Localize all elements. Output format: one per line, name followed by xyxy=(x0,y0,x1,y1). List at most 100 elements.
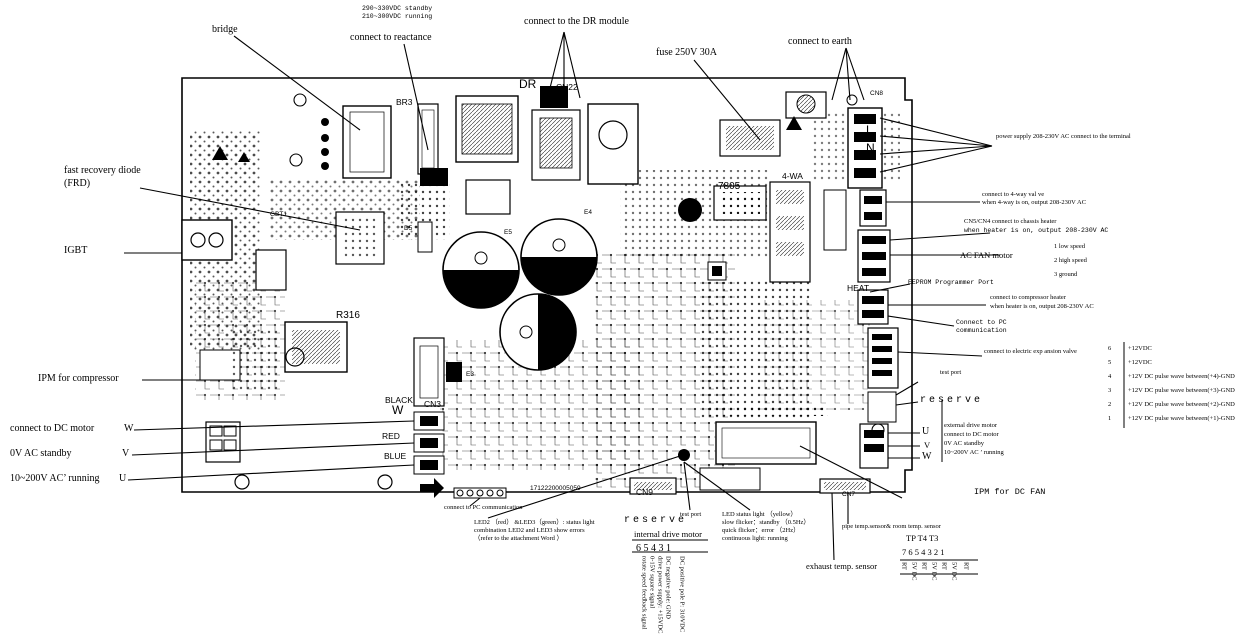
label-sensor-desc-2: 5V DC xyxy=(950,562,958,581)
silk-black: BLACK xyxy=(385,395,413,405)
label-test-port-bottom: test port xyxy=(680,511,702,518)
exp-valve-pin: 1 xyxy=(1108,415,1112,422)
label-dc-motor-left: connect to DC motor xyxy=(10,423,95,434)
label-u-left: U xyxy=(119,473,127,484)
label-bridge: bridge xyxy=(212,24,238,35)
label-standby-left: 0V AC standby xyxy=(10,448,72,459)
silk-d5: D5 xyxy=(404,225,413,232)
label-pipe-room: pipe temp.sensor& room temp. sensor xyxy=(842,523,941,530)
electrolytic-capacitor xyxy=(499,293,577,371)
label-led-right-3: quick flicker：error （2Hz） xyxy=(722,527,800,534)
label-ipm-compressor: IPM for compressor xyxy=(38,373,119,384)
silk-cn8: CN8 xyxy=(870,90,884,97)
label-comp-heater-2: when heater is on, output 208-230V AC xyxy=(990,303,1094,310)
label-dr-module: connect to the DR module xyxy=(524,16,629,27)
label-pc-right-1: Connect to PC xyxy=(956,319,1007,326)
label-ext-u: U xyxy=(922,426,930,437)
compressor-heater-connector xyxy=(857,289,889,325)
label-led-left-3: （refer to the attachment Word ） xyxy=(474,535,564,542)
label-ext-drive-4: 10~200V AC ’ running xyxy=(944,449,1004,456)
label-ext-w: W xyxy=(922,451,932,462)
label-earth: connect to earth xyxy=(788,36,852,47)
exp-valve-pin: 2 xyxy=(1108,401,1112,408)
label-frd-2: (FRD) xyxy=(64,178,91,189)
label-cn9-pin4: drive power supply: +15VDC xyxy=(656,556,664,634)
ipm-dc-fan xyxy=(715,421,817,465)
silk-br3: BR3 xyxy=(396,97,413,107)
label-power-supply: power supply 208-230V AC connect to the … xyxy=(996,133,1131,140)
label-voltage-running: 210~300VDC running xyxy=(362,13,433,20)
silk-e5: E5 xyxy=(504,229,512,236)
igbt-module xyxy=(181,219,233,261)
silk-cn3: CN3 xyxy=(424,399,442,409)
label-ext-v: V xyxy=(924,440,931,450)
label-sensor-desc-6: 5V DC xyxy=(910,562,918,581)
label-cn9-pins: 6 5 4 3 1 xyxy=(636,543,671,554)
label-eeprom: EEPROM Programmer Port xyxy=(908,279,994,286)
silk-w: W xyxy=(392,403,404,417)
label-cn9-pin3: DC negative pole: GND xyxy=(664,556,672,620)
exp-valve-pin: 5 xyxy=(1108,359,1112,366)
leader-lines xyxy=(124,31,1000,561)
exp-valve-row: +12V DC pulse wave between(+1)-GND xyxy=(1128,415,1235,422)
label-v-left: V xyxy=(122,448,130,459)
label-led-left-2: combination LED2 and LED3 show errors xyxy=(474,527,585,534)
label-fourway-1: connect to 4-way val ve xyxy=(982,191,1045,198)
exp-valve-pin: 4 xyxy=(1108,373,1112,380)
label-ext-drive-3: 0V AC standby xyxy=(944,440,984,447)
label-igbt: IGBT xyxy=(64,245,88,256)
label-fuse: fuse 250V 30A xyxy=(656,47,717,58)
fourway-connector xyxy=(859,189,887,227)
electrolytic-capacitor xyxy=(442,231,520,309)
label-ext-drive-2: connect to DC motor xyxy=(944,431,999,438)
exp-valve-row: +12V DC pulse wave between(+4)-GND xyxy=(1128,373,1235,380)
silk-part-number: 17122200005059 xyxy=(530,485,581,492)
dr-connector xyxy=(540,86,568,108)
label-led-right-2: slow flicker：standby （0.5Hz） xyxy=(722,519,810,526)
label-exp-valve: connect to electric exp ansion valve xyxy=(984,348,1077,355)
label-exhaust: exhaust temp. sensor xyxy=(806,561,878,571)
bridge-rectifier xyxy=(342,105,392,179)
exp-valve-row: +12VDC xyxy=(1128,345,1152,352)
label-internal-drive: internal drive motor xyxy=(634,529,702,539)
label-frd-1: fast recovery diode xyxy=(64,165,141,176)
label-reactance: connect to reactance xyxy=(350,32,432,43)
silk-l: L xyxy=(866,123,873,137)
exp-valve-pin: 3 xyxy=(1108,387,1112,394)
silk-r316: R316 xyxy=(336,310,360,321)
exp-valve-pin: 6 xyxy=(1108,345,1112,352)
silk-dr: DR xyxy=(519,77,537,91)
label-cn9-pin6: rotate speed feedback signal xyxy=(640,556,648,630)
label-test-port-right: test port xyxy=(940,369,962,376)
label-low-speed: 1 low speed xyxy=(1054,243,1086,250)
label-led-right-1: LED status light （yellow） xyxy=(722,511,797,518)
electrolytic-capacitor xyxy=(520,218,598,296)
silk-blue: BLUE xyxy=(384,451,407,461)
silk-cn9: CN9 xyxy=(636,487,654,497)
silk-4way: 4-WA xyxy=(782,171,803,181)
label-comp-heater-1: connect to compressor heater xyxy=(990,294,1066,301)
exp-valve-row: +12VDC xyxy=(1128,359,1152,366)
silk-cn7: CN7 xyxy=(842,491,856,498)
label-ac-fan: AC FAN motor xyxy=(960,250,1013,260)
label-ground: 3 ground xyxy=(1054,271,1078,278)
label-sensor-desc-3: RT xyxy=(940,562,948,570)
silk-cn22: CN22 xyxy=(556,82,578,92)
silk-7805: 7805 xyxy=(718,181,741,192)
label-w-left: W xyxy=(124,423,134,434)
label-ext-drive-1: external drive motor xyxy=(944,422,998,429)
label-sensor-desc-4: 5V DC xyxy=(930,562,938,581)
label-cn9-pin5: 0-15V square signal xyxy=(648,556,656,609)
label-chassis-1: CN5/CN4 connect to chassis heater xyxy=(964,218,1057,225)
silk-e4: E4 xyxy=(584,209,592,216)
label-high-speed: 2 high speed xyxy=(1054,257,1087,264)
silk-n: N xyxy=(866,141,875,155)
label-running-left: 10~200V AC’ running xyxy=(10,473,100,484)
label-tp-t4-t3: TP T4 T3 xyxy=(906,533,939,543)
label-chassis-2: when heater is on, output 208-230V AC xyxy=(964,227,1109,234)
silk-gbt1: GBT1 xyxy=(270,211,287,218)
silk-red: RED xyxy=(382,431,400,441)
label-sensor-desc-5: RT xyxy=(920,562,928,570)
